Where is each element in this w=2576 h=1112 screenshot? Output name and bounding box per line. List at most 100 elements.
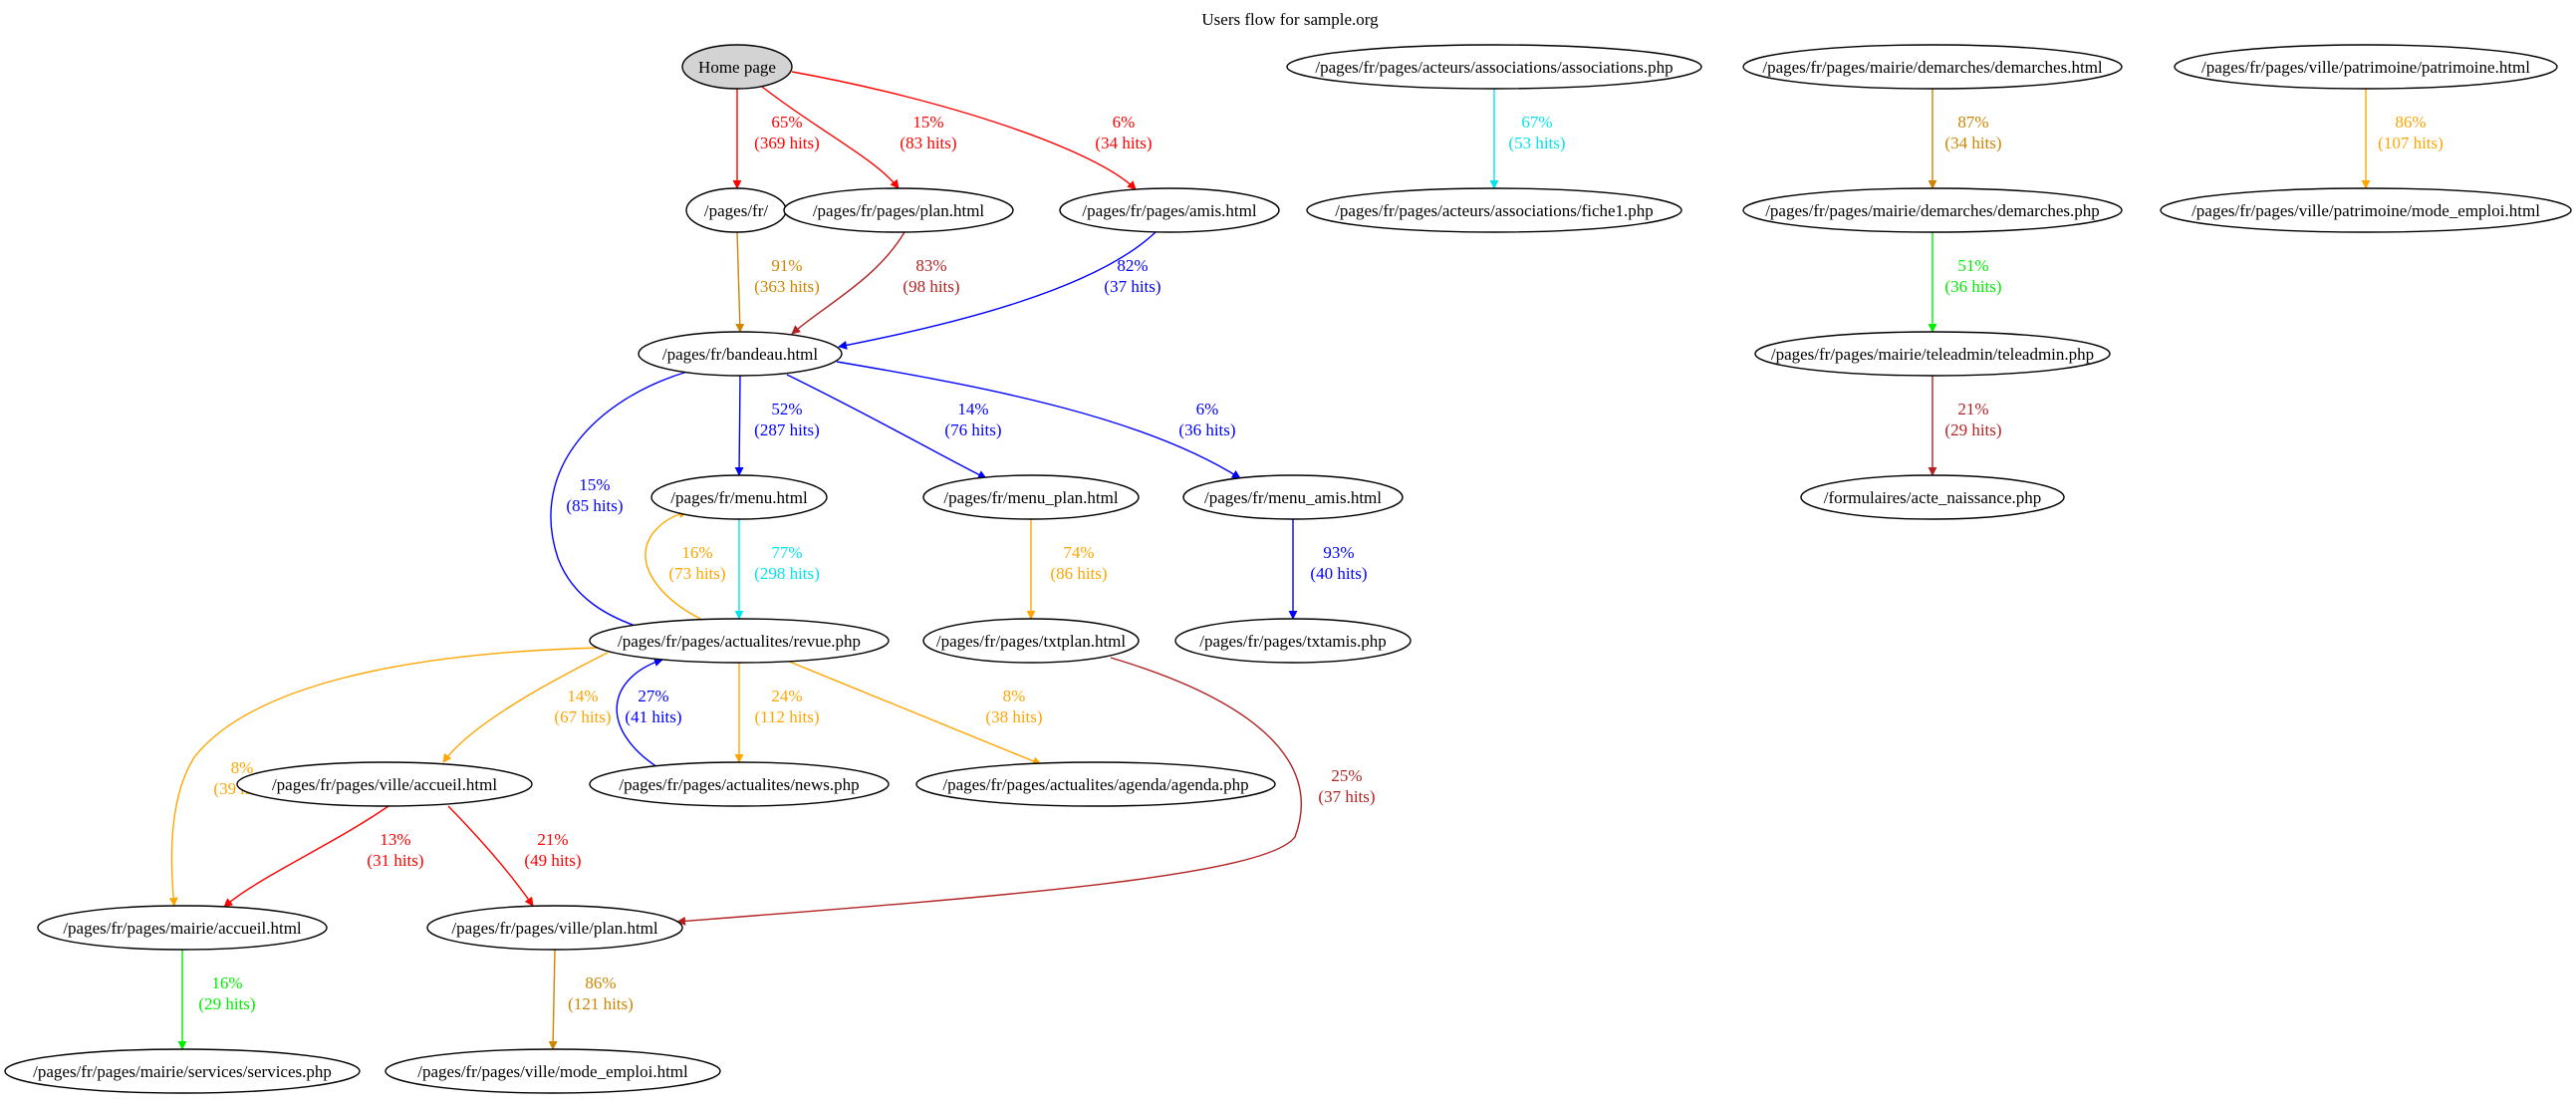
edge-line: [447, 805, 534, 907]
edge-percent-label: 16%: [211, 973, 242, 992]
edge-hits-label: (298 hits): [754, 564, 820, 583]
node-ellipse[interactable]: [2160, 187, 2572, 233]
node-label: /pages/fr/pages/mairie/accueil.html: [63, 919, 302, 938]
node-menu-plan[interactable]: /pages/fr/menu_plan.html: [922, 474, 1140, 520]
node-ellipse[interactable]: [426, 905, 683, 951]
edge-hits-label: (98 hits): [902, 277, 959, 296]
node-ellipse[interactable]: [4, 1048, 361, 1094]
node-ellipse[interactable]: [1800, 474, 2065, 520]
edge-percent-label: 82%: [1117, 256, 1148, 275]
node-label: /pages/fr/pages/acteurs/associations/ass…: [1315, 58, 1673, 77]
edge-revue-to-news: 24%(112 hits): [734, 663, 820, 763]
node-ellipse[interactable]: [915, 761, 1276, 807]
edge-hits-label: (37 hits): [1318, 787, 1375, 806]
edge-percent-label: 67%: [1521, 113, 1552, 132]
edge-percent-label: 65%: [771, 113, 802, 132]
node-ellipse[interactable]: [681, 44, 793, 90]
node-ellipse[interactable]: [37, 905, 328, 951]
edge-line: [616, 658, 663, 768]
node-bandeau[interactable]: /pages/fr/bandeau.html: [638, 331, 843, 377]
node-ellipse[interactable]: [1182, 474, 1404, 520]
node-ellipse[interactable]: [589, 761, 890, 807]
node-mairie-accueil[interactable]: /pages/fr/pages/mairie/accueil.html: [37, 905, 328, 951]
node-amis[interactable]: /pages/fr/pages/amis.html: [1059, 187, 1280, 233]
edge-percent-label: 21%: [537, 830, 568, 849]
node-ellipse[interactable]: [1174, 618, 1412, 664]
edge-percent-label: 13%: [380, 830, 410, 849]
edge-percent-label: 52%: [771, 400, 802, 418]
edge-percent-label: 83%: [915, 256, 946, 275]
edge-hits-label: (121 hits): [568, 994, 634, 1013]
node-plan[interactable]: /pages/fr/pages/plan.html: [783, 187, 1014, 233]
node-agenda[interactable]: /pages/fr/pages/actualites/agenda/agenda…: [915, 761, 1276, 807]
node-ellipse[interactable]: [1742, 187, 2123, 233]
node-services[interactable]: /pages/fr/pages/mairie/services/services…: [4, 1048, 361, 1094]
edge-line: [442, 652, 609, 763]
node-ellipse[interactable]: [1059, 187, 1280, 233]
node-ellipse[interactable]: [2174, 44, 2558, 90]
node-label: /pages/fr/pages/mairie/services/services…: [33, 1062, 332, 1081]
edge-hits-label: (31 hits): [367, 851, 423, 870]
edge-hits-label: (40 hits): [1310, 564, 1367, 583]
edge-line: [786, 660, 1042, 766]
node-associations[interactable]: /pages/fr/pages/acteurs/associations/ass…: [1286, 44, 1702, 90]
node-label: /pages/fr/pages/acteurs/associations/fic…: [1335, 201, 1654, 220]
edge-associations-to-fiche1: 67%(53 hits): [1489, 89, 1566, 189]
node-menu-amis[interactable]: /pages/fr/menu_amis.html: [1182, 474, 1404, 520]
node-ellipse[interactable]: [783, 187, 1014, 233]
node-label: /pages/fr/pages/actualites/revue.php: [618, 632, 861, 651]
node-revue[interactable]: /pages/fr/pages/actualites/revue.php: [589, 618, 890, 664]
edge-hits-label: (112 hits): [754, 707, 819, 726]
node-ellipse[interactable]: [1286, 44, 1702, 90]
node-ellipse[interactable]: [922, 618, 1140, 664]
node-ellipse[interactable]: [638, 331, 843, 377]
node-ellipse[interactable]: [1306, 187, 1682, 233]
node-txtplan[interactable]: /pages/fr/pages/txtplan.html: [922, 618, 1140, 664]
node-label: /pages/fr/pages/mairie/demarches/demarch…: [1762, 58, 2103, 77]
edge-txtplan-to-ville_plan: 25% (37 hits): [676, 657, 1376, 926]
node-mode-emploi[interactable]: /pages/fr/pages/ville/mode_emploi.html: [385, 1048, 721, 1094]
edge-hits-label: (41 hits): [625, 707, 681, 726]
edge-home-to-amis: 6%(34 hits): [791, 71, 1153, 190]
edge-percent-label: 25%: [1331, 766, 1362, 785]
edge-hits-label: (49 hits): [524, 851, 581, 870]
edge-percent-label: 6%: [1113, 113, 1136, 132]
node-teleadmin[interactable]: /pages/fr/pages/mairie/teleadmin/teleadm…: [1754, 331, 2111, 377]
node-patrimoine[interactable]: /pages/fr/pages/ville/patrimoine/patrimo…: [2174, 44, 2558, 90]
edge-percent-label: 8%: [231, 758, 254, 777]
node-ville-accueil[interactable]: /pages/fr/pages/ville/accueil.html: [236, 761, 533, 807]
node-demarches-php[interactable]: /pages/fr/pages/mairie/demarches/demarch…: [1742, 187, 2123, 233]
edge-percent-label: 21%: [1957, 400, 1988, 418]
edge-ville_accueil-to-ville_plan: 21% (49 hits): [447, 805, 582, 907]
node-demarches-html[interactable]: /pages/fr/pages/mairie/demarches/demarch…: [1742, 44, 2123, 90]
node-patrimoine-mode[interactable]: /pages/fr/pages/ville/patrimoine/mode_em…: [2160, 187, 2572, 233]
edge-percent-label: 8%: [1003, 687, 1026, 705]
node-label: /pages/fr/pages/txtamis.php: [1199, 632, 1386, 651]
node-ville-plan[interactable]: /pages/fr/pages/ville/plan.html: [426, 905, 683, 951]
node-ellipse[interactable]: [1754, 331, 2111, 377]
edge-demarches_php-to-teleadmin: 51%(36 hits): [1928, 232, 2002, 333]
edge-menu_plan-to-txtplan: 74%(86 hits): [1026, 519, 1108, 620]
edge-percent-label: 14%: [957, 400, 988, 418]
node-ellipse[interactable]: [236, 761, 533, 807]
node-menu[interactable]: /pages/fr/menu.html: [650, 474, 828, 520]
node-fiche1[interactable]: /pages/fr/pages/acteurs/associations/fic…: [1306, 187, 1682, 233]
nodes-layer: Home page/pages/fr//pages/fr/pages/plan.…: [4, 44, 2572, 1094]
node-news[interactable]: /pages/fr/pages/actualites/news.php: [589, 761, 890, 807]
edge-revue-to-ville_accueil: 14%(67 hits): [442, 652, 612, 763]
node-label: /pages/fr/pages/actualites/agenda/agenda…: [942, 775, 1248, 794]
node-ellipse[interactable]: [589, 618, 890, 664]
node-acte[interactable]: /formulaires/acte_naissance.php: [1800, 474, 2065, 520]
node-home[interactable]: Home page: [681, 44, 793, 90]
node-ellipse[interactable]: [1742, 44, 2123, 90]
node-txtamis[interactable]: /pages/fr/pages/txtamis.php: [1174, 618, 1412, 664]
edge-hits-label: (369 hits): [754, 134, 820, 152]
node-fr[interactable]: /pages/fr/: [685, 187, 787, 233]
edge-hits-label: (67 hits): [554, 707, 611, 726]
node-ellipse[interactable]: [385, 1048, 721, 1094]
edge-amis-to-bandeau: 82%(37 hits): [838, 231, 1161, 350]
edge-news-to-revue: 27%(41 hits): [616, 658, 682, 768]
node-ellipse[interactable]: [922, 474, 1140, 520]
edge-revue-to-menu: 16%(73 hits): [644, 509, 726, 621]
node-ellipse[interactable]: [650, 474, 828, 520]
